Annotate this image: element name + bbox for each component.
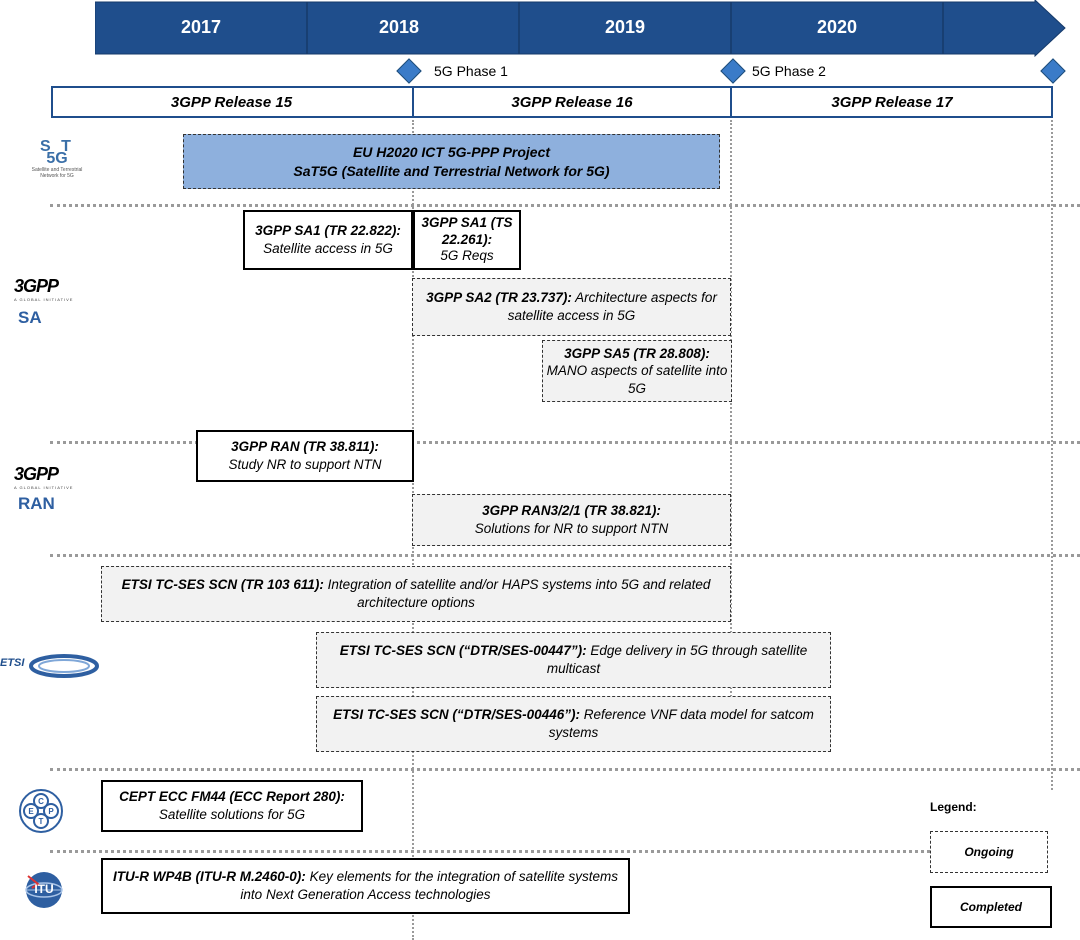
box-sa1-tr22822: 3GPP SA1 (TR 22.822): Satellite access i… <box>243 210 413 270</box>
legend-title: Legend: <box>930 800 977 814</box>
row-separator <box>50 768 1080 771</box>
cept-logo: C E P T <box>19 789 63 833</box>
release-divider <box>412 86 414 118</box>
gridline-2019 <box>730 120 732 740</box>
box-ran-tr38811: 3GPP RAN (TR 38.811): Study NR to suppor… <box>196 430 414 482</box>
row-separator <box>50 441 1080 444</box>
year-2018: 2018 <box>378 17 419 37</box>
row-separator <box>50 204 1080 207</box>
year-2020: 2020 <box>816 17 858 37</box>
3gpp-ran-logo: 3GPP A GLOBAL INITIATIVE RAN <box>14 464 74 513</box>
svg-text:C: C <box>38 797 44 806</box>
release-15: 3GPP Release 15 <box>170 93 293 111</box>
box-cept-ecc280: CEPT ECC FM44 (ECC Report 280): Satellit… <box>101 780 363 832</box>
etsi-logo: ETSI <box>0 652 100 680</box>
release-bar <box>51 86 1053 118</box>
year-2017: 2017 <box>180 17 222 37</box>
box-etsi-dtr00447: ETSI TC-SES SCN (“DTR/SES-00447”): Edge … <box>316 632 831 688</box>
itu-logo: ITU <box>22 868 66 912</box>
milestone-phase2: 5G Phase 2 <box>752 63 826 79</box>
svg-text:T: T <box>39 817 44 826</box>
box-ran321-tr38821: 3GPP RAN3/2/1 (TR 38.821): Solutions for… <box>412 494 731 546</box>
row-separator <box>50 554 1080 557</box>
milestone-phase1: 5G Phase 1 <box>434 63 508 79</box>
release-16: 3GPP Release 16 <box>511 93 633 111</box>
box-etsi-dtr00446: ETSI TC-SES SCN (“DTR/SES-00446”): Refer… <box>316 696 831 752</box>
milestone-diamond <box>720 58 746 84</box>
box-sa1-ts22261: 3GPP SA1 (TS 22.261): 5G Reqs <box>413 210 521 270</box>
release-17: 3GPP Release 17 <box>831 93 953 111</box>
legend-completed: Completed <box>930 886 1052 928</box>
timeline-arrow <box>95 0 1066 58</box>
sat5g-logo: S T 5G Satellite and Terrestrial Network… <box>31 138 83 179</box>
box-sat5g-project: EU H2020 ICT 5G-PPP Project SaT5G (Satel… <box>183 134 720 189</box>
release-divider <box>730 86 732 118</box>
3gpp-sa-logo: 3GPP A GLOBAL INITIATIVE SA <box>14 276 74 327</box>
milestone-diamond <box>1040 58 1066 84</box>
legend-ongoing: Ongoing <box>930 831 1048 873</box>
svg-text:P: P <box>48 807 54 816</box>
gridline-2020 <box>1051 120 1053 790</box>
globe-icon <box>25 872 63 908</box>
box-itu-m2460: ITU-R WP4B (ITU-R M.2460-0): Key element… <box>101 858 630 914</box>
row-separator <box>50 850 930 853</box>
milestone-diamond <box>396 58 422 84</box>
svg-text:E: E <box>28 807 34 816</box>
box-etsi-tr103611: ETSI TC-SES SCN (TR 103 611): Integratio… <box>101 566 731 622</box>
year-2019: 2019 <box>604 17 646 37</box>
box-sa2-tr23737: 3GPP SA2 (TR 23.737): Architecture aspec… <box>412 278 731 336</box>
box-sa5-tr28808: 3GPP SA5 (TR 28.808): MANO aspects of sa… <box>542 340 732 402</box>
etsi-swoosh-icon <box>29 654 99 678</box>
